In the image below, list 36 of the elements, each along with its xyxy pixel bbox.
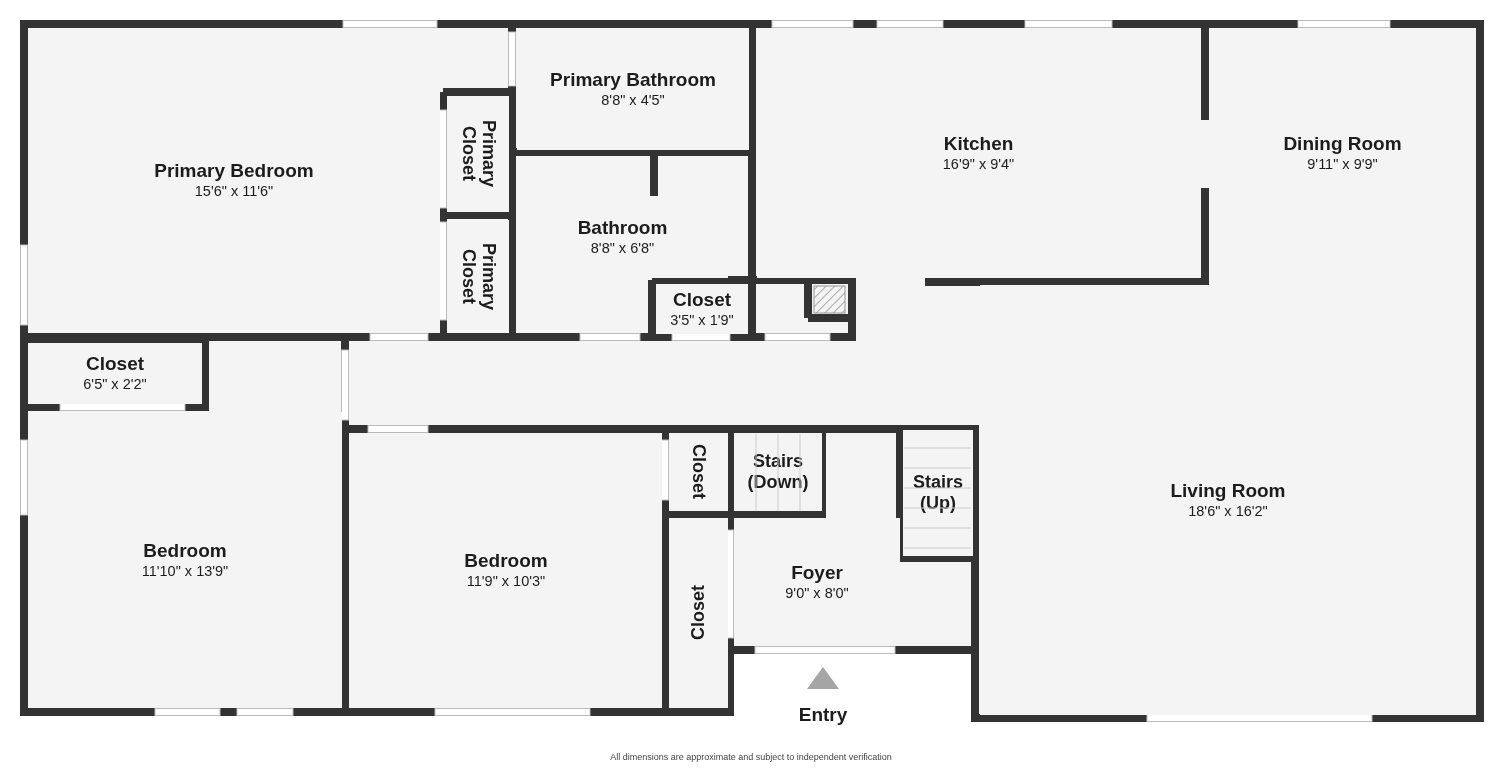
room-dimensions: 8'8" x 6'8" <box>590 238 655 258</box>
room-name: Living Room <box>1170 479 1286 502</box>
room-dimensions: 3'5" x 1'9" <box>670 310 734 330</box>
room-name: Closet <box>688 444 709 500</box>
room-name: Primary Closet <box>458 119 498 190</box>
room-name: Primary Closet <box>458 241 498 312</box>
room-dimensions: 16'9" x 9'4" <box>942 154 1015 174</box>
room-area <box>28 343 202 404</box>
room-dimensions: 11'10" x 13'9" <box>141 561 229 581</box>
room-dimensions: 18'6" x 16'2" <box>1188 501 1268 521</box>
room-area <box>903 430 973 556</box>
room-name: Bathroom <box>577 216 668 239</box>
room-name: Dining Room <box>1283 132 1402 155</box>
room-dimensions: 11'9" x 10'3" <box>466 572 546 591</box>
room-name: Closet <box>85 353 145 375</box>
room-name: Bedroom <box>143 539 227 562</box>
room-dimensions: 9'11" x 9'9" <box>1307 154 1378 174</box>
room-dimensions: 6'5" x 2'2" <box>83 375 147 394</box>
room-name: Stairs (Up) <box>912 472 964 514</box>
room-name: Primary Bedroom <box>154 160 314 182</box>
room-name: Primary Bathroom <box>550 68 716 91</box>
room-dimensions: 9'0" x 8'0" <box>785 583 849 603</box>
caption: All dimensions are approximate and subject to independent verification <box>609 752 893 762</box>
room-area <box>447 96 509 212</box>
room-name: Bedroom <box>464 550 548 572</box>
room-area <box>980 285 1476 715</box>
room-name: Kitchen <box>943 132 1014 155</box>
room-name: Closet <box>688 585 709 641</box>
entry-label: Entry <box>797 704 849 726</box>
room-area <box>517 28 749 150</box>
room-dimensions: 15'6" x 11'6" <box>194 182 274 201</box>
room-name: Foyer <box>791 561 843 584</box>
room-name: Closet <box>672 288 732 311</box>
room-dimensions: 8'8" x 4'5" <box>601 90 665 110</box>
room-name: Stairs (Down) <box>746 451 810 493</box>
room-area <box>669 518 728 708</box>
